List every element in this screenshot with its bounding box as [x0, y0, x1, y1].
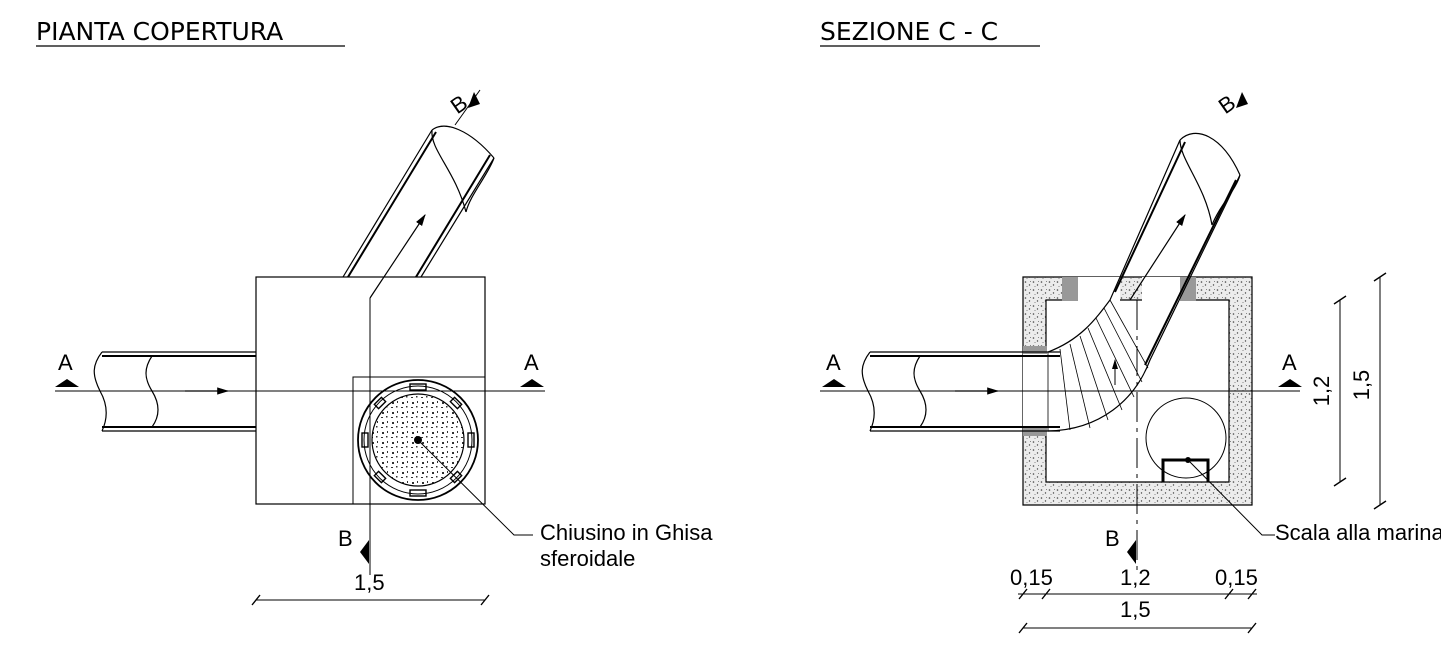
- plan-title: PIANTA COPERTURA: [36, 17, 283, 46]
- plan-label-a-left: A: [58, 350, 73, 375]
- plan-note-line1: Chiusino in Ghisa: [540, 520, 713, 545]
- section-dim-left: 0,15: [1010, 565, 1053, 590]
- section-dim-vertical-inner: [1333, 295, 1347, 487]
- section-label-b-top: B: [1214, 90, 1240, 119]
- section-dim-partial: [1018, 588, 1257, 600]
- plan-view: PIANTA COPERTURA: [36, 17, 713, 606]
- plan-dimension-total: [251, 594, 490, 606]
- section-dim-total: [1018, 622, 1257, 634]
- section-marker-a-left: [822, 379, 846, 387]
- section-label-a-left: A: [826, 350, 841, 375]
- section-view: SEZIONE C - C: [820, 17, 1441, 634]
- plan-marker-b-top: [468, 92, 480, 108]
- section-marker-b-top: [1236, 92, 1248, 108]
- section-concrete-walls: [1022, 276, 1253, 506]
- section-dim-vert-outer: 1,5: [1349, 370, 1374, 401]
- section-ladder-rung: [1161, 458, 1210, 482]
- plan-label-b-bottom: B: [338, 526, 353, 551]
- plan-note-line2: sferoidale: [540, 546, 635, 571]
- plan-note-leader: [417, 439, 533, 536]
- plan-label-b-top: B: [446, 90, 472, 119]
- section-dim-total-label: 1,5: [1120, 597, 1151, 622]
- section-marker-a-right: [1278, 379, 1302, 387]
- plan-outlet-pipe: [342, 125, 495, 299]
- section-pipe-bend: [1047, 132, 1241, 432]
- section-dim-vert-inner: 1,2: [1309, 376, 1334, 407]
- section-marker-b-bottom: [1127, 540, 1136, 564]
- section-note-leader: [1187, 459, 1275, 536]
- plan-marker-b-bottom: [360, 540, 369, 564]
- section-dim-vertical-outer: [1373, 272, 1387, 510]
- section-note: Scala alla marinara: [1275, 520, 1441, 545]
- plan-label-a-right: A: [524, 350, 539, 375]
- plan-manhole-frame: [352, 376, 486, 505]
- plan-dim-label: 1,5: [354, 570, 385, 595]
- section-dim-mid: 1,2: [1120, 565, 1151, 590]
- section-label-a-right: A: [1282, 350, 1297, 375]
- section-dim-right: 0,15: [1215, 565, 1258, 590]
- section-title: SEZIONE C - C: [820, 17, 998, 46]
- plan-marker-a-left: [55, 379, 79, 387]
- plan-marker-a-right: [520, 379, 544, 387]
- section-label-b-bottom: B: [1105, 526, 1120, 551]
- section-ladder-clearance: [1145, 397, 1227, 479]
